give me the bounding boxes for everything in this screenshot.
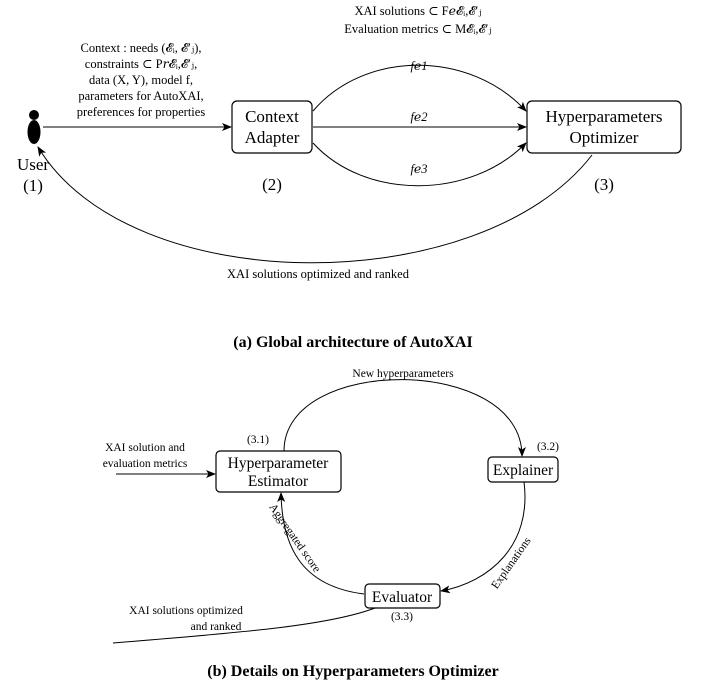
return-label: XAI solutions optimized and ranked xyxy=(227,267,410,281)
return-arrow xyxy=(37,146,593,264)
hyperparameters-optimizer-line: Optimizer xyxy=(570,128,639,147)
fe3-label: f𝑒3 xyxy=(410,162,427,176)
fe3-arrow xyxy=(312,142,527,187)
context-line: parameters for AutoXAI, xyxy=(78,89,203,103)
user-icon xyxy=(27,110,41,144)
output-text-line: XAI solutions optimized xyxy=(129,605,243,617)
evaluation-metrics-label: Evaluation metrics ⊂ M𝓔ᵢ,𝓔′ⱼ xyxy=(344,22,491,36)
caption-b: (b) Details on Hyperparameters Optimizer xyxy=(207,663,498,680)
explanations-label: Explanations xyxy=(489,535,534,591)
user-number: (1) xyxy=(23,176,43,195)
hyperparameters-optimizer-box xyxy=(526,100,682,154)
output-line xyxy=(112,607,376,644)
explanations-arrow xyxy=(440,481,526,594)
aggregated-score-label: Aggregated score xyxy=(266,502,322,575)
global-architecture-diagram: User (1) Context : needs (𝓔ᵢ, 𝓔′ⱼ), cons… xyxy=(17,4,682,351)
context-line: data (X, Y), model f, xyxy=(89,73,193,87)
fe2-label: f𝑒2 xyxy=(410,110,427,124)
caption-a: (a) Global architecture of AutoXAI xyxy=(233,334,472,351)
hyperparameter-estimator-line: Hyperparameter xyxy=(228,455,330,472)
estimator-number: (3.1) xyxy=(247,434,269,446)
context-adapter-number: (2) xyxy=(262,175,282,194)
hyperparameters-optimizer-line: Hyperparameters xyxy=(545,107,662,126)
user-label: User xyxy=(17,155,49,174)
context-line: Context : needs (𝓔ᵢ, 𝓔′ⱼ), xyxy=(81,41,202,55)
context-adapter-line: Context xyxy=(245,107,299,126)
context-line: constraints ⊂ P𝑟𝓔ᵢ,𝓔′ⱼ, xyxy=(85,57,197,71)
aggregated-score-arrow xyxy=(277,492,365,595)
context-text: Context : needs (𝓔ᵢ, 𝓔′ⱼ), constraints ⊂… xyxy=(77,41,206,119)
explainer-box xyxy=(487,456,559,483)
hyperparameter-estimator-line: Estimator xyxy=(248,473,309,490)
input-line: evaluation metrics xyxy=(103,458,188,470)
xai-solutions-label: XAI solutions ⊂ F𝑒𝓔ᵢ,𝓔′ⱼ xyxy=(354,4,481,18)
context-adapter-line: Adapter xyxy=(245,128,300,147)
context-adapter-box xyxy=(231,100,313,154)
input-line: XAI solution and xyxy=(105,442,185,454)
hyperparameters-optimizer-number: (3) xyxy=(594,175,614,194)
explainer-label: Explainer xyxy=(493,462,554,479)
context-line: preferences for properties xyxy=(77,105,206,119)
optimizer-details-diagram: New hyperparameters XAI solution and eva… xyxy=(103,368,559,680)
new-hyperparameters-label: New hyperparameters xyxy=(352,368,454,380)
evaluator-label: Evaluator xyxy=(372,589,433,606)
output-text-line: and ranked xyxy=(191,621,242,633)
fe1-arrow xyxy=(312,64,527,112)
evaluator-number: (3.3) xyxy=(391,611,413,623)
new-hyperparameters-arrow xyxy=(283,379,526,457)
hyperparameter-estimator-box xyxy=(215,450,342,493)
fe1-label: f𝑒1 xyxy=(410,59,427,73)
evaluator-box xyxy=(364,583,441,609)
explainer-number: (3.2) xyxy=(537,441,559,453)
